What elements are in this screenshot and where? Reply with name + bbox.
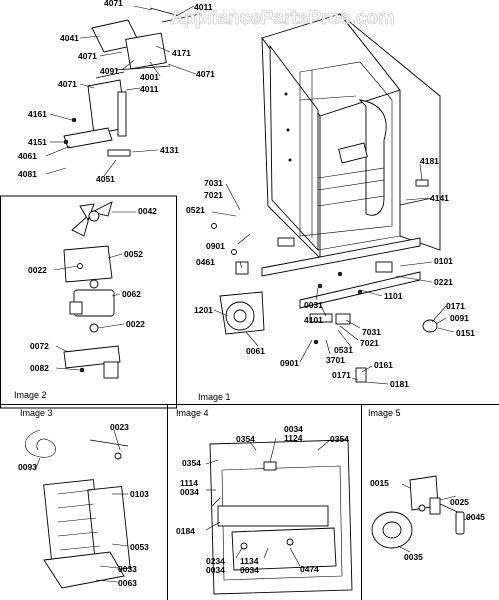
label-0354-b: 0354 bbox=[330, 434, 349, 444]
label-0063: 0063 bbox=[118, 578, 137, 588]
label-0234: 0234 bbox=[206, 556, 225, 566]
leader-lines bbox=[35, 5, 473, 583]
label-4071-b: 4071 bbox=[78, 51, 97, 61]
label-0033: 0033 bbox=[118, 564, 137, 574]
label-4161: 4161 bbox=[28, 109, 47, 119]
label-0221: 0221 bbox=[434, 277, 453, 287]
label-3701: 3701 bbox=[326, 355, 345, 365]
panel-title-image3: Image 3 bbox=[20, 408, 53, 418]
label-4081: 4081 bbox=[18, 169, 37, 179]
label-0061: 0061 bbox=[246, 346, 265, 356]
label-0015: 0015 bbox=[370, 478, 389, 488]
label-0354-c: 0354 bbox=[182, 458, 201, 468]
label-0052: 0052 bbox=[124, 249, 143, 259]
damper-motor-assembly bbox=[371, 475, 465, 549]
label-0461: 0461 bbox=[196, 257, 215, 267]
label-0093: 0093 bbox=[18, 462, 37, 472]
label-4071-c: 4071 bbox=[196, 69, 215, 79]
label-0034-d: 0034 bbox=[240, 565, 259, 575]
label-0171-b: 0171 bbox=[332, 370, 351, 380]
label-7021-a: 7021 bbox=[204, 190, 223, 200]
label-7031-a: 7031 bbox=[204, 178, 223, 188]
label-0082: 0082 bbox=[30, 363, 49, 373]
evaporator-fan-assembly bbox=[63, 7, 201, 157]
label-0171-a: 0171 bbox=[446, 301, 465, 311]
label-4091: 4091 bbox=[100, 66, 119, 76]
panel-title-image1: Image 1 bbox=[198, 392, 231, 402]
panel-frames bbox=[0, 195, 499, 600]
condenser-fan-assembly bbox=[63, 201, 121, 379]
label-0031: 0031 bbox=[304, 300, 323, 310]
label-0045: 0045 bbox=[466, 512, 485, 522]
label-0181: 0181 bbox=[390, 379, 409, 389]
label-0101: 0101 bbox=[434, 256, 453, 266]
base-rail-assembly bbox=[211, 223, 438, 383]
label-4061: 4061 bbox=[18, 151, 37, 161]
label-0161: 0161 bbox=[374, 360, 393, 370]
label-4101: 4101 bbox=[304, 315, 323, 325]
panel-title-image2: Image 2 bbox=[14, 390, 47, 400]
label-4051: 4051 bbox=[96, 174, 115, 184]
label-4181: 4181 bbox=[420, 156, 439, 166]
part-labels: 4071 4011 4041 4071 4091 4171 4001 4071 … bbox=[18, 0, 485, 588]
panel-title-image4: Image 4 bbox=[176, 408, 209, 418]
panel-title-image5: Image 5 bbox=[368, 408, 401, 418]
label-0034-b: 0034 bbox=[180, 487, 199, 497]
label-0091: 0091 bbox=[450, 313, 469, 323]
label-0474: 0474 bbox=[300, 564, 319, 574]
label-0022-b: 0022 bbox=[126, 319, 145, 329]
label-0151: 0151 bbox=[456, 328, 475, 338]
label-4071-d: 4071 bbox=[58, 79, 77, 89]
label-0901-b: 0901 bbox=[280, 358, 299, 368]
label-0184: 0184 bbox=[176, 526, 195, 536]
label-4151: 4151 bbox=[28, 137, 47, 147]
label-0034-a: 0034 bbox=[284, 424, 303, 434]
label-0053: 0053 bbox=[130, 542, 149, 552]
label-1101: 1101 bbox=[384, 291, 403, 301]
cabinet-assembly bbox=[261, 13, 441, 260]
label-0022-a: 0022 bbox=[28, 265, 47, 275]
label-0023: 0023 bbox=[110, 422, 129, 432]
label-0035: 0035 bbox=[404, 552, 423, 562]
label-4171: 4171 bbox=[172, 48, 191, 58]
label-0042: 0042 bbox=[138, 206, 157, 216]
label-4011-a: 4011 bbox=[194, 2, 213, 12]
cover-panel-assembly bbox=[209, 439, 353, 595]
label-4131: 4131 bbox=[160, 145, 179, 155]
label-7031-b: 7031 bbox=[362, 327, 381, 337]
condenser-coil-assembly bbox=[24, 429, 131, 589]
label-0103: 0103 bbox=[130, 489, 149, 499]
label-4001: 4001 bbox=[140, 72, 159, 82]
label-0531: 0531 bbox=[334, 345, 353, 355]
label-4041: 4041 bbox=[60, 33, 79, 43]
label-4011-b: 4011 bbox=[140, 84, 159, 94]
label-0354-a: 0354 bbox=[236, 434, 255, 444]
watermark-text: AppliancePartsPros.com bbox=[170, 8, 395, 29]
label-4071-a: 4071 bbox=[104, 0, 123, 8]
label-1114: 1114 bbox=[180, 478, 198, 488]
label-0025: 0025 bbox=[450, 497, 469, 507]
label-0072: 0072 bbox=[30, 341, 49, 351]
label-0034-c: 0034 bbox=[206, 565, 225, 575]
label-1201: 1201 bbox=[194, 305, 213, 315]
label-1124: 1124 bbox=[284, 433, 303, 443]
label-0901-a: 0901 bbox=[206, 241, 225, 251]
label-7021-b: 7021 bbox=[360, 338, 379, 348]
label-4141: 4141 bbox=[430, 193, 449, 203]
label-0521: 0521 bbox=[186, 205, 205, 215]
label-1134: 1134 bbox=[240, 556, 259, 566]
label-0062: 0062 bbox=[122, 289, 141, 299]
